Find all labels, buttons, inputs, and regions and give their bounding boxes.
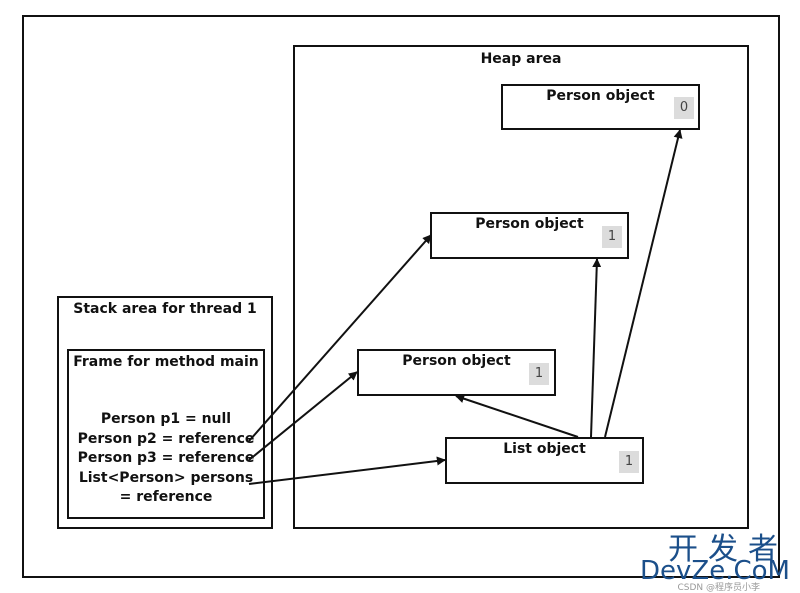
main-frame-title: Frame for method main — [73, 354, 259, 370]
person-object-middle-count: 1 — [602, 226, 622, 248]
heap-area-title: Heap area — [480, 51, 562, 67]
var-persons-cont: = reference — [119, 489, 213, 505]
frame-variables: Person p1 = null Person p2 = reference P… — [69, 410, 263, 508]
main-frame: Frame for method main Person p1 = null P… — [67, 349, 265, 519]
person-object-lower-label: Person object — [402, 353, 511, 369]
arrow-p2-to-person-middle — [248, 234, 432, 442]
var-persons: List<Person> persons — [78, 469, 254, 486]
person-object-top-count: 0 — [674, 97, 694, 119]
var-p1: Person p1 = null — [100, 411, 232, 427]
list-object: List object 1 — [445, 437, 644, 484]
stack-area: Stack area for thread 1 Frame for method… — [57, 296, 273, 529]
watermark-sub: CSDN @程序员小李 — [677, 583, 760, 593]
person-object-lower-count: 1 — [529, 363, 549, 385]
person-object-top-label: Person object — [546, 88, 655, 104]
list-object-count: 1 — [619, 451, 639, 473]
person-object-middle-label: Person object — [475, 216, 584, 232]
arrow-persons-to-list — [248, 456, 446, 485]
person-object-top: Person object 0 — [501, 84, 700, 130]
arrow-p3-to-person-lower — [248, 371, 358, 461]
watermark-cn: 开发者 — [668, 532, 788, 567]
stack-area-title: Stack area for thread 1 — [73, 301, 257, 317]
arrow-list-to-person-middle — [590, 258, 602, 438]
person-object-middle: Person object 1 — [430, 212, 629, 259]
arrow-list-to-person-top — [604, 129, 683, 438]
watermark-en: DevZe.CoM — [640, 556, 790, 586]
var-p3: Person p3 = reference — [77, 450, 255, 466]
arrow-list-to-person-lower — [455, 394, 579, 438]
list-object-label: List object — [503, 441, 586, 457]
var-p2: Person p2 = reference — [77, 430, 255, 447]
